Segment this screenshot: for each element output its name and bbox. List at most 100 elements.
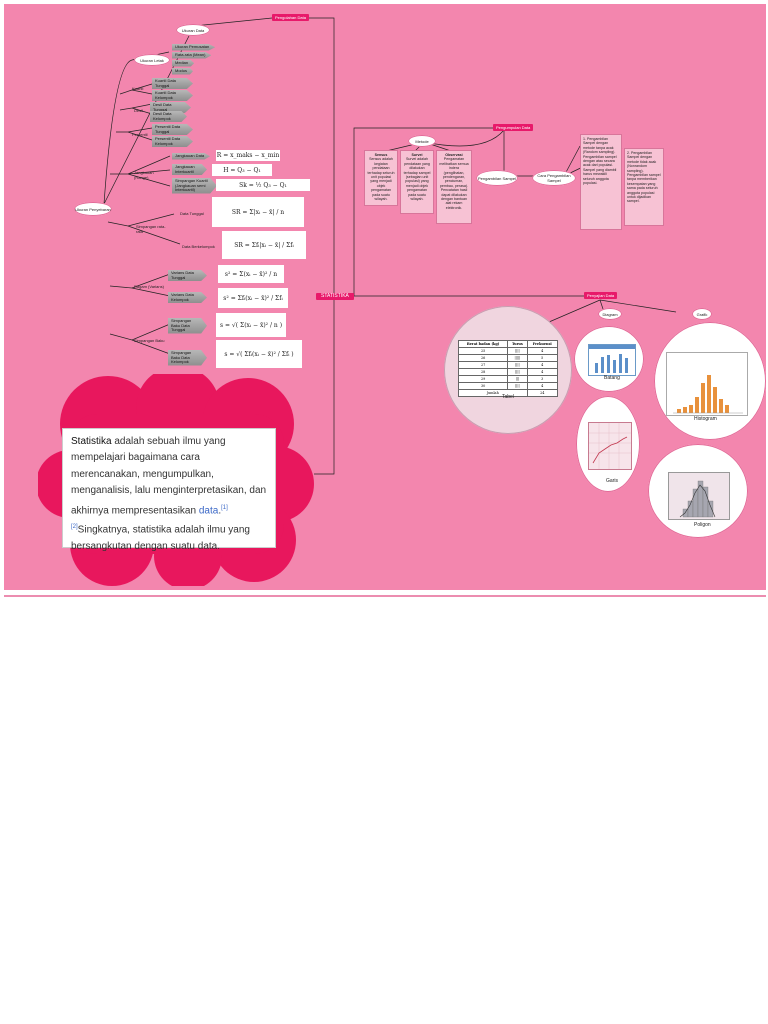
card-sensus-text: Sensus adalah kegiatan pendataan terhada… [367, 157, 395, 202]
table-cell: 4 [526, 347, 559, 355]
mindmap-canvas: Pengolahan Data Pengumpulan Data Penyaji… [4, 4, 766, 590]
formula-var-tunggal: s² = Σ(xᵢ − x̄)² / n [218, 265, 284, 283]
definition-popup: Statistika adalah sebuah ilmu yang mempe… [62, 428, 276, 552]
table-total-label: Jumlah [458, 389, 528, 397]
node-varians-tunggal[interactable]: Varians Data Tunggal [168, 270, 207, 281]
bar [707, 375, 711, 413]
label-jangkauan: Jangkauan (Range) [134, 170, 154, 180]
frequency-table: Berat badan (kg) Turus Frekuensi 25||||4… [457, 340, 559, 397]
bar [677, 409, 681, 413]
definition-body: adalah sebuah ilmu yang mempelajari baga… [71, 436, 267, 516]
poligon-bars [682, 480, 714, 518]
central-node-statistika[interactable]: STATISTIKA [316, 293, 354, 300]
page-divider [4, 595, 766, 597]
node-jangkauan-interkuartil[interactable]: Jangkauan Interkuartil [172, 164, 207, 175]
node-pengambilan-sampel[interactable]: Pengambilan Sampel [476, 170, 518, 186]
table-cell: 29 [457, 375, 509, 383]
bar [689, 405, 693, 413]
card-cara-2-text: 2. Pengambilan Sampel dengan metode tida… [627, 151, 661, 204]
formula-simpangan-kuartil: Sk = ½ Q₃ − Q₁ [216, 179, 310, 191]
definition-data-link[interactable]: data [198, 504, 219, 516]
pengumpulan-data-tag[interactable]: Pengumpulan Data [493, 124, 534, 131]
table-cell: ||| [507, 375, 528, 383]
node-simpangan-kuartil[interactable]: Simpangan Kuartil (Jangkauan semi Interk… [172, 178, 217, 194]
bar [595, 363, 598, 373]
bar [613, 360, 616, 373]
node-pengambilan-sampel-label: Pengambilan Sampel [477, 175, 517, 181]
label-desil: Desil [134, 108, 143, 113]
bar [601, 357, 604, 373]
caption-poligon: Poligon [694, 522, 711, 528]
bar-chart-thumbnail [588, 344, 636, 376]
penyajian-data-tag[interactable]: Penyajian Data [584, 292, 618, 299]
node-persentil-kelompok[interactable]: Persentil Data Kelompok [152, 136, 193, 147]
node-diagram-label: Diagram [602, 311, 618, 317]
node-jangkauan-data[interactable]: Jangkauan Data [172, 153, 211, 160]
caption-tabel: Tabel [502, 394, 514, 400]
line-chart-svg [589, 423, 631, 469]
definition-tail: Singkatnya, statistika adalah ilmu yang … [71, 524, 250, 553]
node-ukuran-penyebaran[interactable]: Ukuran Penyebaran [74, 202, 112, 216]
card-observasi-title: Observasi [445, 153, 463, 157]
definition-term: Statistika [71, 436, 112, 447]
node-cara-pengambilan[interactable]: Cara Pengambilan Sampel [532, 170, 576, 186]
node-grafik-label: Grafik [696, 311, 708, 317]
definition-refs[interactable]: [1][2] [71, 504, 228, 531]
label-persentil: Persentil [132, 132, 148, 137]
table-cell: ||||| [507, 354, 528, 362]
card-survei-text: Survei adalah pendataan yang dilakukan t… [403, 157, 431, 202]
bar [719, 399, 723, 413]
table-header: Frekuensi [526, 340, 559, 348]
node-kuartil-kelompok[interactable]: Kuartil Data Kelompok [152, 90, 193, 101]
bar [619, 354, 622, 373]
node-desil-kelompok[interactable]: Desil Data Kelompok [150, 111, 187, 122]
tabel-circle: Berat badan (kg) Turus Frekuensi 25||||4… [444, 306, 572, 434]
node-metode-label: Metode [415, 138, 429, 144]
table-cell: |||| [507, 361, 528, 369]
card-sensus-title: Sensus [374, 153, 388, 157]
node-persentil-tunggal[interactable]: Persentil Data Tunggal [152, 124, 193, 135]
label-ragam: Ragam (Varians) [134, 284, 164, 289]
grid [589, 423, 631, 469]
poligon-thumbnail [668, 472, 730, 520]
table-cell: 4 [526, 382, 559, 390]
node-desil-tunggal[interactable]: Desil Data Tunggal [150, 102, 191, 113]
node-ukuran-data-label: Ukuran Data [181, 27, 205, 33]
bar [625, 358, 628, 373]
node-grafik[interactable]: Grafik [692, 308, 712, 320]
bar [701, 383, 705, 413]
node-varians-kelompok[interactable]: Varians Data Kelompok [168, 292, 207, 303]
label-sr-data-berkelompok: Data Berkelompok [182, 244, 215, 249]
bar [682, 508, 689, 518]
table-header: Berat badan (kg) [457, 340, 509, 348]
card-cara-1-text: 1. Pengambilan Sampel dengan metode tanp… [583, 137, 617, 186]
formula-interkuartil: H = Q₃ − Q₁ [212, 164, 272, 176]
bar [607, 355, 610, 373]
node-modus[interactable]: Modus [172, 68, 194, 75]
table-cell: 28 [457, 368, 509, 376]
node-sb-kelompok[interactable]: Simpangan Baku Data Kelompok [168, 350, 207, 366]
table-row: 27||||4 [457, 361, 559, 369]
node-ukuran-data[interactable]: Ukuran Data [176, 24, 210, 36]
histogram-svg [673, 375, 743, 414]
caption-garis: Garis [606, 478, 618, 484]
pengolahan-data-tag[interactable]: Pengolahan Data [272, 14, 309, 21]
histogram-bars [677, 375, 729, 413]
node-metode[interactable]: Metode [408, 135, 436, 147]
node-kuartil-tunggal[interactable]: Kuartil Data Tunggal [152, 78, 193, 89]
node-median[interactable]: Median [172, 60, 195, 67]
node-ukuran-pemusatan[interactable]: Ukuran Pemusatan [172, 44, 216, 51]
table-row: 30||||4 [457, 382, 559, 390]
table-row: 26|||||5 [457, 354, 559, 362]
poligon-line [679, 484, 716, 518]
table-total-value: 24 [526, 389, 559, 397]
table-cell: 25 [457, 347, 509, 355]
node-ukuran-penyebaran-label: Ukuran Penyebaran [75, 206, 111, 212]
card-cara-1: 1. Pengambilan Sampel dengan metode tanp… [580, 134, 622, 230]
node-ukuran-letak[interactable]: Ukuran Letak [134, 54, 170, 66]
node-sb-tunggal[interactable]: Simpangan Baku Data Tunggal [168, 318, 207, 334]
bar [725, 405, 729, 413]
node-mean[interactable]: Rata-rata (Mean) [172, 52, 212, 59]
node-diagram[interactable]: Diagram [598, 308, 622, 320]
